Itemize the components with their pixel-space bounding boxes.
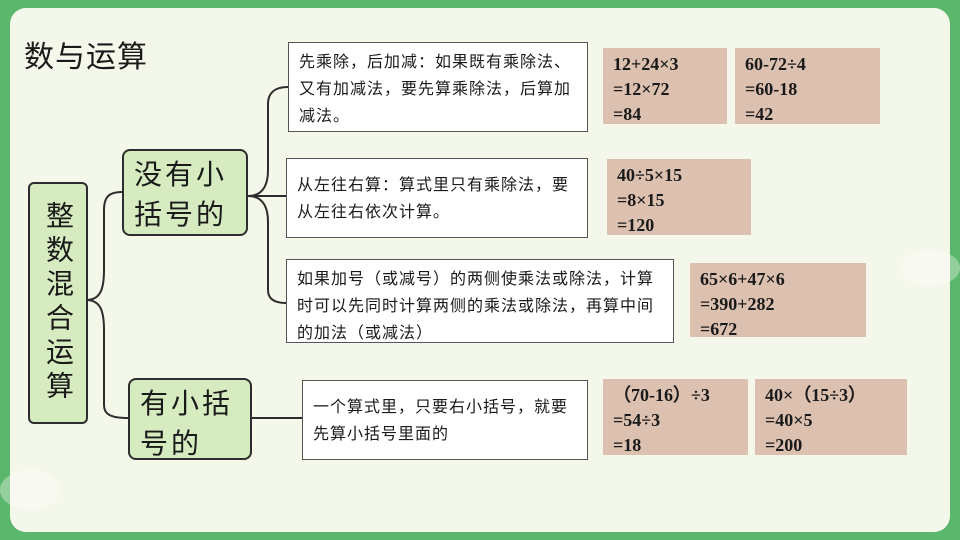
example-line: =42 <box>745 104 774 124</box>
rule-text: 先乘除，后加减：如果既有乘除法、又有加减法，要先算乘除法，后算加减法。 <box>299 52 572 125</box>
example-line: =60-18 <box>745 79 798 99</box>
example-line: =8×15 <box>617 190 665 210</box>
example-line: （70-16）÷3 <box>613 385 710 405</box>
connector-root-bottom <box>85 299 129 419</box>
example-line: 60-72÷4 <box>745 54 806 74</box>
example-line: =18 <box>613 435 642 455</box>
cloud-decoration <box>0 470 60 510</box>
example-box-2: 60-72÷4 =60-18 =42 <box>735 48 880 124</box>
connector-branch1-rule3 <box>247 195 287 304</box>
branch-label: 有小括号的 <box>140 387 234 460</box>
rule-text: 一个算式里，只要右小括号，就要先算小括号里面的 <box>313 397 569 443</box>
example-line: 12+24×3 <box>613 54 679 74</box>
connector-branch1-rule1 <box>247 86 289 197</box>
example-line: 40×（15÷3） <box>765 385 867 405</box>
rule-box-3: 如果加号（或减号）的两侧使乘法或除法，计算时可以先同时计算两侧的乘法或除法，再算… <box>286 259 674 343</box>
example-box-5: （70-16）÷3 =54÷3 =18 <box>603 379 748 455</box>
example-box-1: 12+24×3 =12×72 =84 <box>603 48 727 124</box>
example-box-4: 65×6+47×6 =390+282 =672 <box>690 263 866 339</box>
root-node: 整数混合运算 <box>28 182 88 424</box>
example-box-6: 40×（15÷3） =40×5 =200 <box>755 379 907 455</box>
example-box-3: 40÷5×15 =8×15 =120 <box>607 159 751 235</box>
example-line: =12×72 <box>613 79 670 99</box>
rule-box-4: 一个算式里，只要右小括号，就要先算小括号里面的 <box>302 380 588 460</box>
rule-text: 如果加号（或减号）的两侧使乘法或除法，计算时可以先同时计算两侧的乘法或除法，再算… <box>297 269 655 342</box>
branch-with-parentheses: 有小括号的 <box>128 378 252 460</box>
cloud-decoration <box>900 250 960 286</box>
rule-text: 从左往右算：算式里只有乘除法，要从左往右依次计算。 <box>297 175 570 221</box>
branch-no-parentheses: 没有小括号的 <box>122 149 248 236</box>
root-label: 整数混合运算 <box>42 201 75 405</box>
connector-root-top <box>85 191 123 301</box>
example-line: =200 <box>765 435 803 455</box>
example-line: 40÷5×15 <box>617 165 683 185</box>
branch-label: 没有小括号的 <box>134 158 228 231</box>
page-title: 数与运算 <box>24 40 148 75</box>
rule-box-2: 从左往右算：算式里只有乘除法，要从左往右依次计算。 <box>286 158 588 238</box>
example-line: =120 <box>617 215 655 235</box>
example-line: =672 <box>700 319 738 339</box>
example-line: 65×6+47×6 <box>700 269 785 289</box>
example-line: =40×5 <box>765 410 813 430</box>
rule-box-1: 先乘除，后加减：如果既有乘除法、又有加减法，要先算乘除法，后算加减法。 <box>288 42 588 132</box>
example-line: =54÷3 <box>613 410 661 430</box>
example-line: =84 <box>613 104 642 124</box>
example-line: =390+282 <box>700 294 775 314</box>
